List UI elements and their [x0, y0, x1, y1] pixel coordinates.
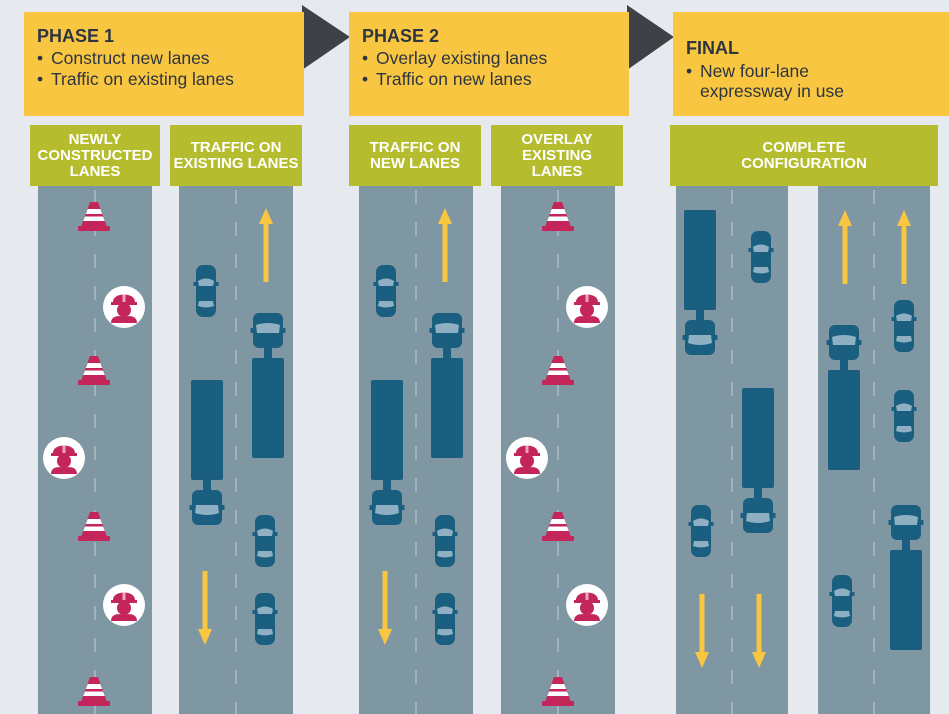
- construction-worker-icon: [43, 437, 85, 479]
- truck-icon: [826, 325, 862, 470]
- chevron-right-icon: [302, 5, 350, 70]
- final-box: FINAL • New four-lane expressway in use: [673, 12, 949, 116]
- truck-icon: [682, 210, 718, 355]
- bullet-icon: •: [362, 48, 369, 68]
- car-icon: [891, 300, 917, 352]
- construction-worker-icon: [566, 584, 608, 626]
- phase1-box: PHASE 1 • Construct new lanes • Traffic on…: [24, 12, 304, 116]
- list-item-label: Construct new lanes: [51, 48, 210, 68]
- list-item: • Traffic on new lanes: [362, 69, 629, 90]
- construction-worker-icon: [566, 286, 608, 328]
- bullet-icon: •: [37, 48, 44, 68]
- car-icon: [252, 515, 278, 567]
- truck-icon: [888, 505, 924, 650]
- final-title: FINAL: [686, 38, 739, 58]
- truck-icon: [429, 313, 465, 458]
- car-icon: [891, 390, 917, 442]
- list-item-label: Overlay existing lanes: [376, 48, 548, 68]
- car-icon: [829, 575, 855, 627]
- car-icon: [252, 593, 278, 645]
- car-icon: [193, 265, 219, 317]
- phase2-box: PHASE 2 • Overlay existing lanes • Traffic…: [349, 12, 629, 116]
- car-icon: [688, 505, 714, 557]
- bullet-icon: •: [686, 61, 693, 81]
- car-icon: [432, 515, 458, 567]
- truck-icon: [189, 380, 225, 525]
- list-item: • Traffic on existing lanes: [37, 69, 304, 90]
- construction-worker-icon: [103, 584, 145, 626]
- lane-label-newly-constructed: NEWLY CONSTRUCTED LANES: [30, 125, 160, 186]
- phase1-list: • Construct new lanes • Traffic on existin…: [24, 48, 304, 90]
- lane-dividers: [94, 190, 875, 714]
- list-item-label: New four-lane expressway in use: [700, 61, 844, 101]
- car-icon: [748, 231, 774, 283]
- lane-label-complete: COMPLETE CONFIGURATION: [670, 125, 938, 186]
- chevron-right-icon: [627, 5, 674, 70]
- phase2-title: PHASE 2: [362, 26, 440, 46]
- truck-icon: [369, 380, 405, 525]
- list-item: • New four-lane expressway in use: [686, 61, 890, 101]
- truck-icon: [740, 388, 776, 533]
- car-icon: [373, 265, 399, 317]
- phase1-title: PHASE 1: [37, 26, 115, 46]
- truck-icon: [250, 313, 286, 458]
- list-item-label: Traffic on new lanes: [376, 69, 532, 89]
- phase2-list: • Overlay existing lanes • Traffic on new …: [349, 48, 629, 90]
- lane-label-overlay-existing: OVERLAY EXISTING LANES: [491, 125, 623, 186]
- list-item: • Overlay existing lanes: [362, 48, 629, 69]
- list-item-label: Traffic on existing lanes: [51, 69, 234, 89]
- car-icon: [432, 593, 458, 645]
- lane-label-traffic-existing: TRAFFIC ON EXISTING LANES: [170, 125, 302, 186]
- construction-worker-icon: [506, 437, 548, 479]
- lane-label-traffic-new: TRAFFIC ON NEW LANES: [349, 125, 481, 186]
- construction-worker-icon: [103, 286, 145, 328]
- list-item: • Construct new lanes: [37, 48, 304, 69]
- bullet-icon: •: [362, 69, 369, 89]
- bullet-icon: •: [37, 69, 44, 89]
